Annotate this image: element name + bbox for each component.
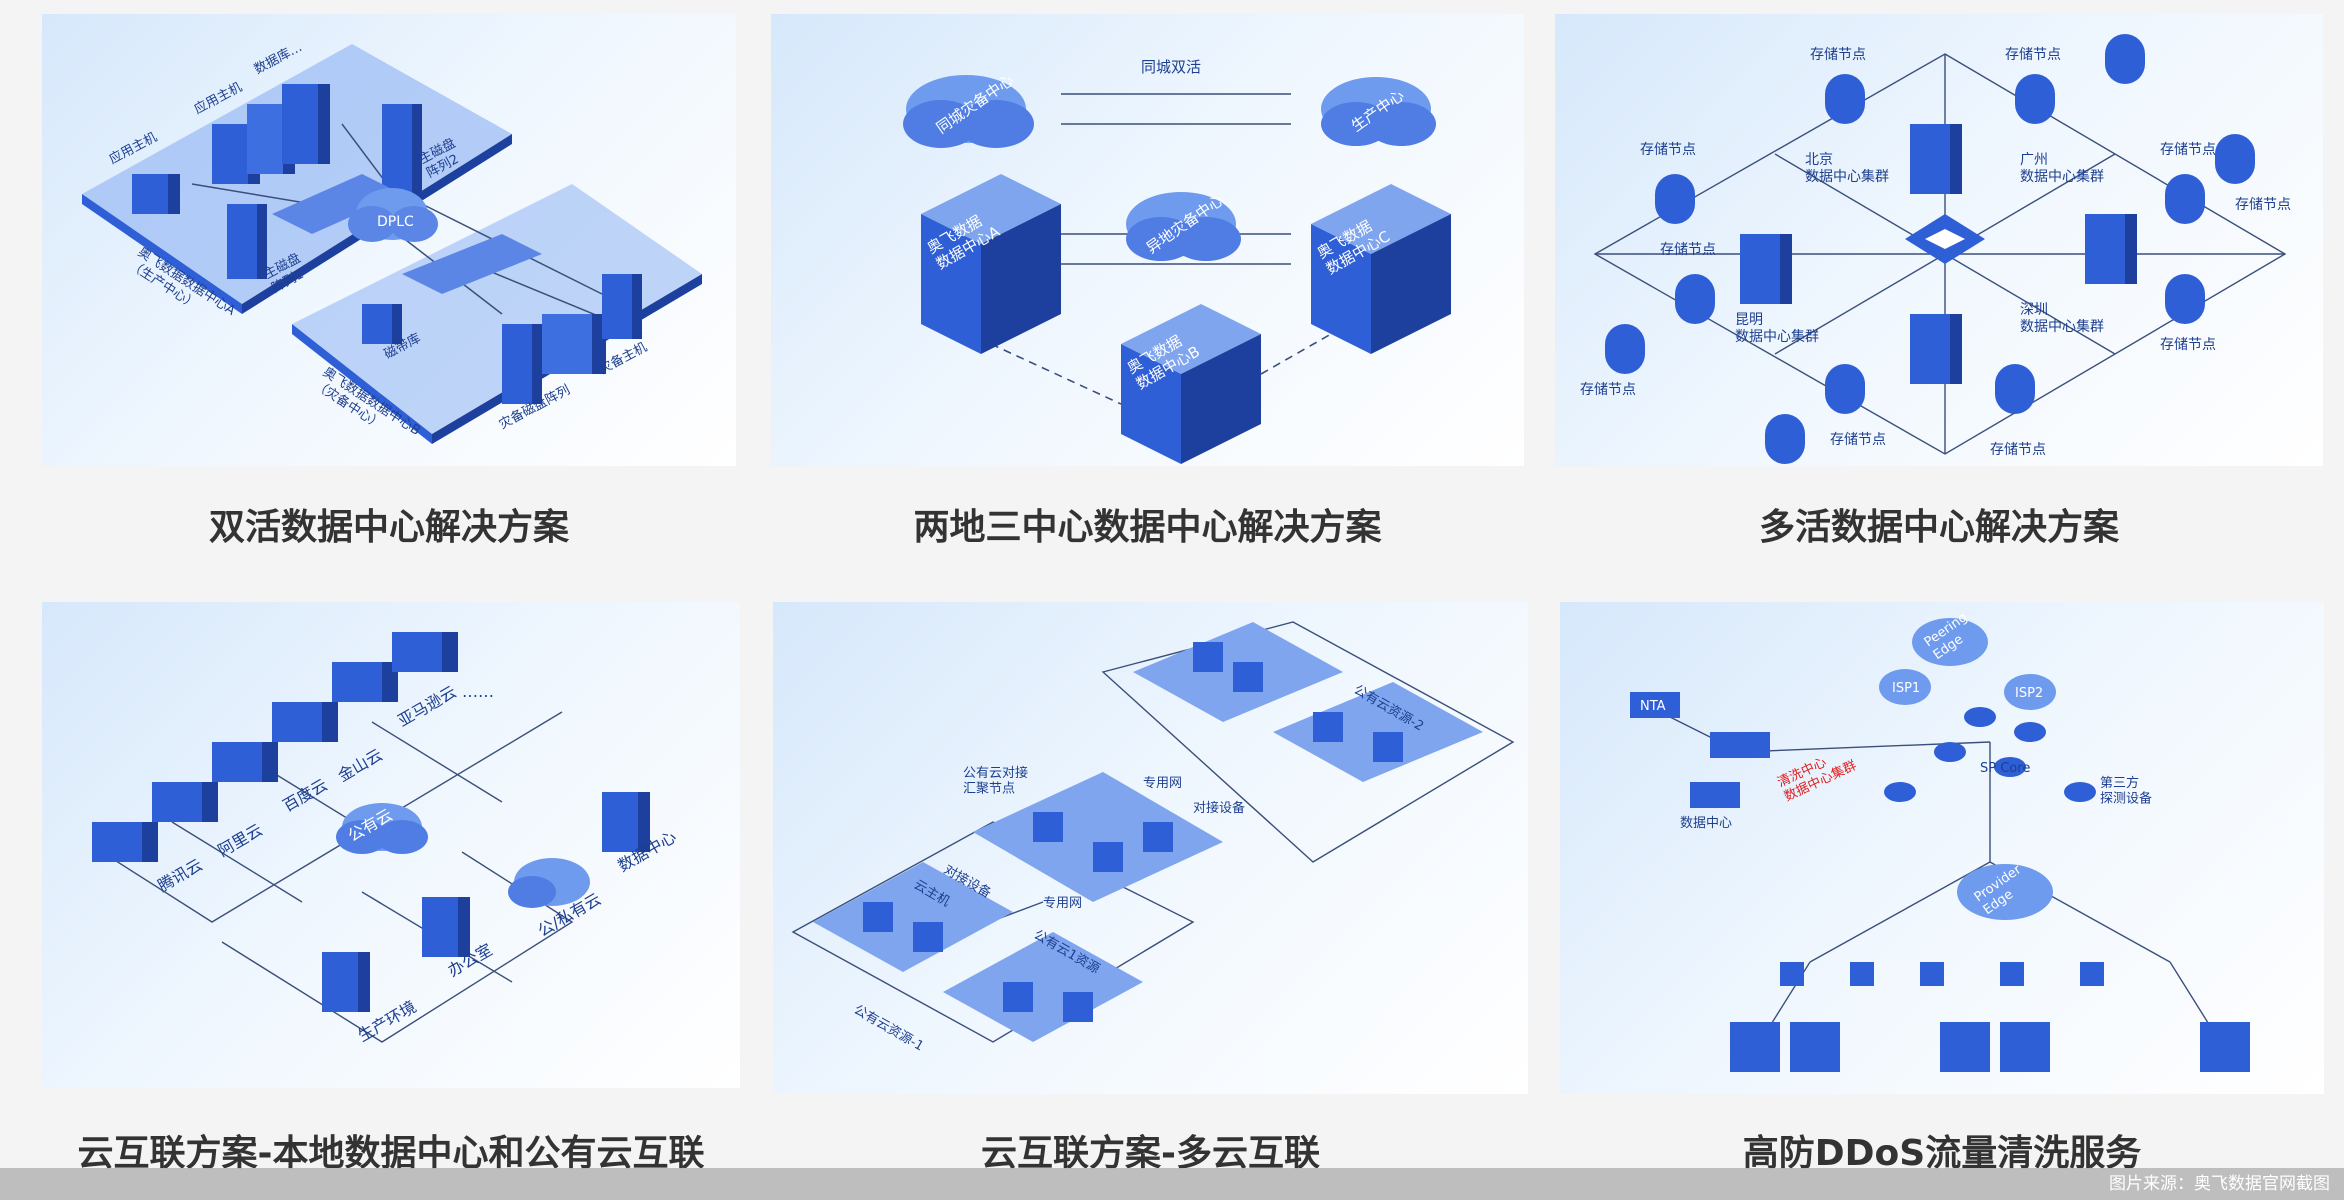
dplc-cloud bbox=[348, 188, 438, 242]
label-shenzhen-line: 深圳 bbox=[2020, 302, 2048, 318]
label-hub-line: 公有云对接 bbox=[963, 765, 1028, 781]
nodes6 bbox=[1630, 692, 2250, 1072]
diagram-ddos: PeeringEdge ISP1 ISP2 NTA 清洗中心数据中心集群 SP … bbox=[1560, 602, 2324, 1094]
label-kingsoft: 金山云 bbox=[335, 745, 386, 785]
label-storage-4: 存储节点 bbox=[1660, 242, 1716, 258]
labels3: 存储节点 存储节点 存储节点 存储节点 存储节点 存储节点 存储节点 存储节点 … bbox=[1580, 47, 2291, 458]
diagram-multi-cloud: 公有云资源-2 公有云对接汇聚节点 对接设备 对接设备 专用网 专用网 云主机 … bbox=[773, 602, 1528, 1094]
caption-two-sites: 两地三中心数据中心解决方案 bbox=[913, 507, 1382, 548]
diagram-active-active: DPLC 应用主机 应用主机 数据库… 主磁盘阵列2 主磁盘阵列1 奥飞数据数据… bbox=[42, 14, 736, 466]
label-shenzhen-line: 数据中心集群 bbox=[2020, 318, 2104, 335]
label-beijing: 北京数据中心集群 bbox=[1805, 152, 1889, 185]
clouds6 bbox=[1879, 618, 2056, 920]
label-resource-1: 公有云资源-1 bbox=[851, 1002, 926, 1054]
label-storage-5: 存储节点 bbox=[1580, 382, 1636, 398]
clusters bbox=[1740, 124, 2137, 384]
cloud-production bbox=[1321, 77, 1436, 146]
label-storage-6: 存储节点 bbox=[1830, 432, 1886, 448]
diagram-multi-active-svg: 存储节点 存储节点 存储节点 存储节点 存储节点 存储节点 存储节点 存储节点 … bbox=[1580, 34, 2291, 464]
public-cloud-icon bbox=[336, 803, 428, 854]
cloud-remote bbox=[1126, 192, 1241, 261]
label-ellipsis: …… bbox=[462, 682, 494, 701]
label-isp1: ISP1 bbox=[1892, 681, 1920, 696]
diagram-multi-active: 存储节点 存储节点 存储节点 存储节点 存储节点 存储节点 存储节点 存储节点 … bbox=[1555, 14, 2323, 466]
label-storage-7: 存储节点 bbox=[1990, 442, 2046, 458]
servers-a bbox=[132, 84, 422, 279]
platform-b bbox=[292, 184, 702, 434]
label-nta: NTA bbox=[1640, 699, 1666, 714]
endpoints bbox=[322, 792, 650, 1012]
label-storage-9: 存储节点 bbox=[2235, 197, 2291, 213]
label-private-b: 专用网 bbox=[1143, 776, 1182, 791]
image-credit: 图片来源：奥飞数据官网截图 bbox=[2109, 1174, 2330, 1194]
label-private-a: 专用网 bbox=[1043, 896, 1082, 911]
label-storage-8: 存储节点 bbox=[2160, 142, 2216, 158]
label-dplc: DPLC bbox=[377, 214, 414, 230]
label-third-line: 第三方 bbox=[2100, 775, 2139, 791]
diagram-ddos-svg: PeeringEdge ISP1 ISP2 NTA 清洗中心数据中心集群 SP … bbox=[1630, 610, 2250, 1072]
storage-cylinders bbox=[1605, 34, 2255, 464]
caption-multi-cloud: 云互联方案-多云互联 bbox=[981, 1133, 1320, 1174]
platform-b-edge bbox=[292, 324, 432, 444]
label-storage-1: 存储节点 bbox=[1810, 47, 1866, 63]
label-beijing-line: 北京 bbox=[1805, 152, 1833, 168]
labels4: 腾讯云 阿里云 百度云 金山云 亚马逊云 …… 公有云 数据中心 公/私有云 办… bbox=[155, 682, 680, 1045]
links6 bbox=[1659, 711, 2221, 1043]
labels6: PeeringEdge ISP1 ISP2 NTA 清洗中心数据中心集群 SP … bbox=[1640, 610, 2152, 918]
label-scrub: 清洗中心数据中心集群 bbox=[1775, 744, 1859, 805]
diagram-active-active-svg: DPLC 应用主机 应用主机 数据库… 主磁盘阵列2 主磁盘阵列1 奥飞数据数据… bbox=[82, 39, 702, 444]
label-kunming: 昆明数据中心集群 bbox=[1735, 312, 1819, 345]
hybrid-cloud-icon bbox=[508, 858, 590, 908]
diagram-multi-cloud-svg: 公有云资源-2 公有云对接汇聚节点 对接设备 对接设备 专用网 专用网 云主机 … bbox=[791, 621, 1515, 1054]
label-database: 数据库… bbox=[251, 39, 304, 78]
label-amazon: 亚马逊云 bbox=[395, 682, 460, 730]
label-shenzhen: 深圳数据中心集群 bbox=[2020, 302, 2104, 335]
cloud-same-city bbox=[903, 75, 1034, 148]
center-hub bbox=[1905, 214, 1985, 264]
label-kunming-line: 数据中心集群 bbox=[1735, 328, 1819, 345]
label-storage-2: 存储节点 bbox=[2005, 47, 2061, 63]
label-isp2: ISP2 bbox=[2015, 686, 2043, 701]
diagram-local-public-cloud: 腾讯云 阿里云 百度云 金山云 亚马逊云 …… 公有云 数据中心 公/私有云 办… bbox=[42, 602, 740, 1088]
label-guangzhou-line: 广州 bbox=[2020, 152, 2048, 168]
label-storage-10: 存储节点 bbox=[2160, 337, 2216, 353]
label-hub: 公有云对接汇聚节点 bbox=[963, 765, 1028, 797]
label-same-city-live: 同城双活 bbox=[1141, 58, 1201, 76]
label-hub-line: 汇聚节点 bbox=[963, 782, 1015, 797]
caption-local-public-cloud: 云互联方案-本地数据中心和公有云互联 bbox=[77, 1133, 705, 1174]
footer-bar bbox=[0, 1168, 2344, 1200]
label-dock-b: 对接设备 bbox=[1193, 800, 1245, 816]
caption-multi-active: 多活数据中心解决方案 bbox=[1758, 507, 2119, 548]
diagram-two-sites-svg: 同城双活 同城灾备中心 生产中心 异地灾备中心 奥飞数据数据中心A 奥飞数据数据… bbox=[903, 58, 1451, 464]
label-storage-3: 存储节点 bbox=[1640, 142, 1696, 158]
label-third: 第三方探测设备 bbox=[2100, 775, 2152, 807]
diagram-local-public-svg: 腾讯云 阿里云 百度云 金山云 亚马逊云 …… 公有云 数据中心 公/私有云 办… bbox=[92, 632, 680, 1045]
building-a bbox=[921, 174, 1061, 354]
racks5 bbox=[863, 642, 1403, 1022]
label-third-line: 探测设备 bbox=[2100, 791, 2152, 807]
label-sp-core: SP Core bbox=[1980, 761, 2030, 776]
servers-b bbox=[362, 234, 642, 404]
diagram-two-sites-three-centers: 同城双活 同城灾备中心 生产中心 异地灾备中心 奥飞数据数据中心A 奥飞数据数据… bbox=[771, 14, 1524, 466]
label-kunming-line: 昆明 bbox=[1735, 312, 1763, 328]
building-c bbox=[1311, 184, 1451, 354]
label-guangzhou: 广州数据中心集群 bbox=[2020, 152, 2104, 185]
label-beijing-line: 数据中心集群 bbox=[1805, 168, 1889, 185]
caption-active-active: 双活数据中心解决方案 bbox=[208, 507, 569, 548]
label-guangzhou-line: 数据中心集群 bbox=[2020, 168, 2104, 185]
cloud-boxes bbox=[92, 632, 458, 862]
links4 bbox=[101, 711, 574, 1043]
label-dc: 数据中心 bbox=[1680, 816, 1732, 831]
caption-ddos: 高防DDoS流量清洗服务 bbox=[1742, 1133, 2142, 1174]
label-tencent: 腾讯云 bbox=[155, 855, 206, 895]
platform-a-edge bbox=[82, 194, 242, 314]
label-aliyun: 阿里云 bbox=[215, 820, 266, 860]
building-b bbox=[1121, 304, 1261, 464]
